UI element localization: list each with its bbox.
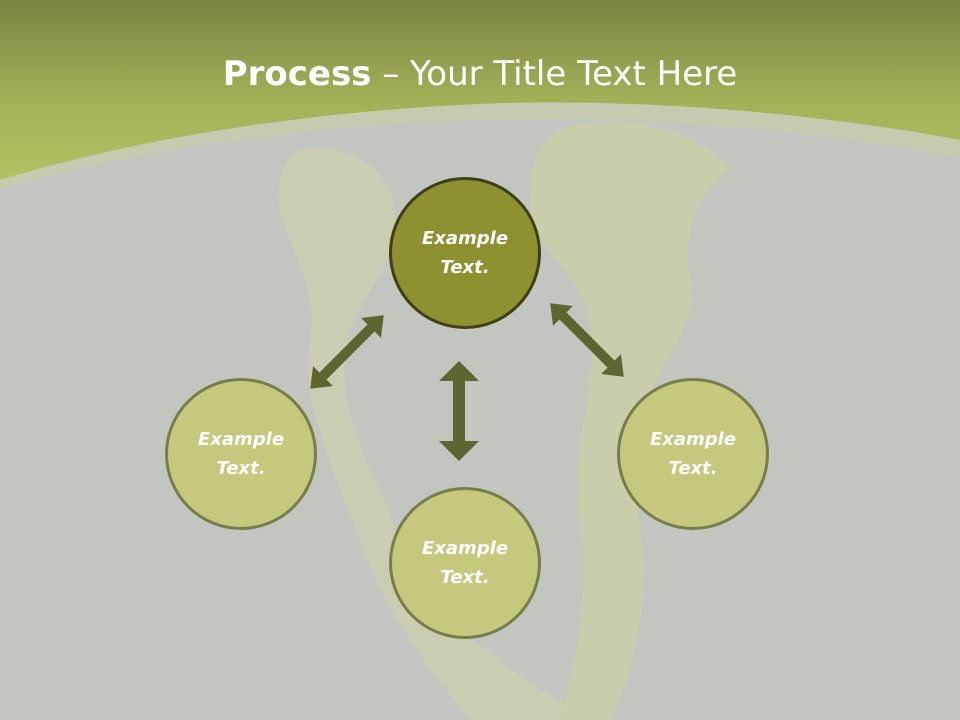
node-bottom-text: Example Text. <box>421 538 509 588</box>
node-left-text: Example Text. <box>197 429 285 479</box>
arrow-center-bottom <box>439 361 479 461</box>
title-rest: – Your Title Text Here <box>371 54 738 94</box>
node-right[interactable]: Example Text. <box>617 378 769 530</box>
node-center-text: Example Text. <box>421 228 509 278</box>
node-left[interactable]: Example Text. <box>165 378 317 530</box>
title-bold: Process <box>222 54 372 94</box>
node-bottom[interactable]: Example Text. <box>389 487 541 639</box>
arrow-center-left <box>310 315 384 389</box>
arrow-center-right <box>550 303 624 377</box>
node-center[interactable]: Example Text. <box>389 177 541 329</box>
slide-title: Process – Your Title Text Here <box>0 50 960 98</box>
node-right-text: Example Text. <box>649 429 737 479</box>
